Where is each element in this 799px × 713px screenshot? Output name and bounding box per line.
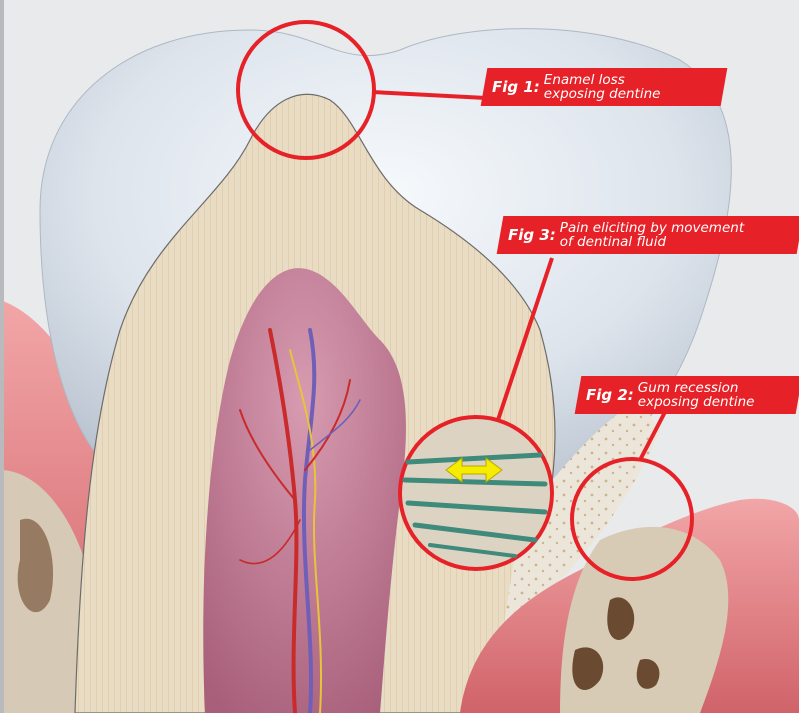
fig3-label: Fig 3: Pain eliciting by movement of den… [500,216,799,254]
fig2-label: Fig 2: Gum recession exposing dentine [578,376,799,414]
fig3-tag: Fig 3: [508,228,556,243]
fig2-tag: Fig 2: [586,388,634,403]
fig2-line2: exposing dentine [638,395,755,409]
fig2-description: Gum recession exposing dentine [638,381,755,409]
fig3-description: Pain eliciting by movement of dentinal f… [560,221,744,249]
left-border [0,0,4,713]
fig3-line1: Pain eliciting by movement [560,221,744,235]
fig1-line2: exposing dentine [544,87,661,101]
fig1-description: Enamel loss exposing dentine [544,73,661,101]
fig1-label: Fig 1: Enamel loss exposing dentine [484,68,724,106]
fig3-line2: of dentinal fluid [560,235,744,249]
fig1-line1: Enamel loss [544,73,661,87]
fig3-callout-circle [400,417,552,569]
fig2-line1: Gum recession [638,381,755,395]
fig1-tag: Fig 1: [492,80,540,95]
